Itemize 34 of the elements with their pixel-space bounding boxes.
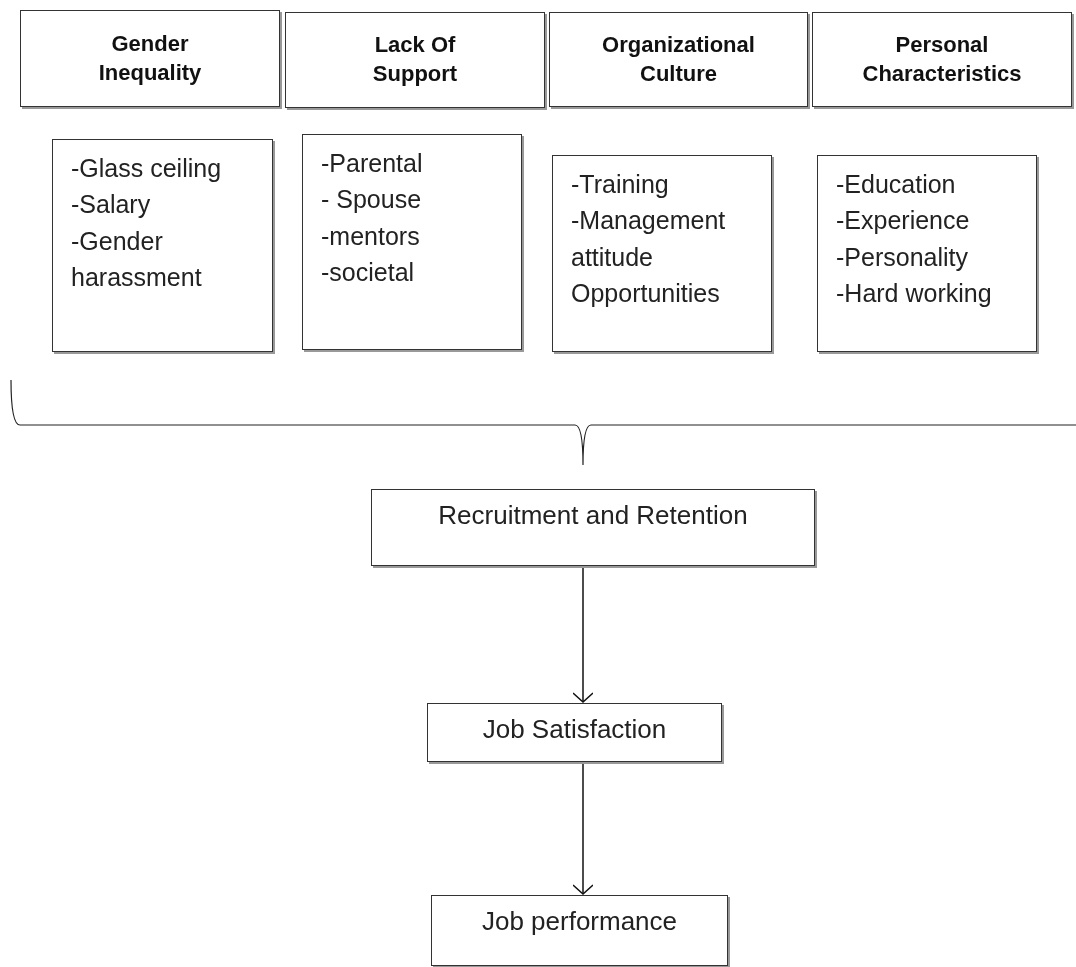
arrow — [572, 567, 594, 703]
list-item: -societal — [321, 256, 416, 288]
box-label: Job performance — [480, 906, 679, 937]
category-title: Lack Of Support — [371, 31, 459, 88]
category-box — [549, 12, 808, 107]
list-item: -Glass ceiling — [71, 153, 223, 184]
process-box — [427, 703, 722, 762]
list-item: -Personality — [836, 241, 969, 273]
list-box — [302, 134, 522, 350]
category-title: Gender Inequality — [97, 29, 203, 87]
category-box — [20, 10, 280, 107]
category-title: Personal Characteristics — [861, 30, 1023, 88]
category-box — [812, 12, 1072, 107]
list-item: -Training — [571, 169, 670, 200]
list-item: -Management attitude — [571, 205, 727, 273]
list-box — [52, 139, 273, 352]
list-item: Opportunities — [571, 277, 721, 309]
list-item: -Parental — [321, 148, 424, 179]
arrow — [572, 763, 594, 895]
list-item: - Spouse — [321, 184, 423, 216]
category-box — [285, 12, 545, 108]
list-item: -Hard working — [836, 277, 993, 309]
list-item: -Gender harassment — [71, 225, 203, 293]
process-box — [431, 895, 728, 966]
list-item: -Experience — [836, 205, 971, 237]
list-box — [552, 155, 772, 352]
box-label: Job Satisfaction — [481, 714, 668, 745]
list-item: -mentors — [321, 220, 421, 252]
list-box — [817, 155, 1037, 352]
category-title: Organizational Culture — [601, 30, 756, 88]
box-label: Recruitment and Retention — [437, 500, 749, 531]
list-item: -Salary — [71, 189, 152, 221]
process-box — [371, 489, 815, 566]
list-item: -Education — [836, 169, 957, 200]
